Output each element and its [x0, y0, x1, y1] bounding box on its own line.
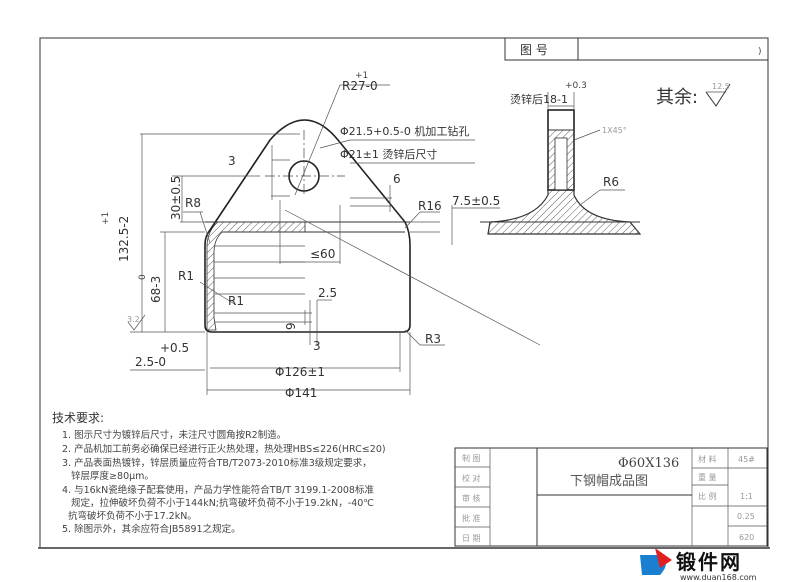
roughness-local-value: 3.2	[127, 315, 140, 324]
dim-chamfer: 1X45°	[602, 126, 627, 135]
tech-requirements-heading: 技术要求:	[52, 411, 104, 425]
value-row4: 0.25	[737, 512, 755, 521]
title-block: 制 图 校 对 审 核 批 准 日 期 Φ60X136 下钢帽成品图 材 料 4…	[454, 447, 768, 547]
label-weight: 重 量	[698, 472, 717, 482]
value-material: 45#	[738, 455, 755, 464]
section-view: +0.3 烫锌后18-1 1X45° R6	[480, 81, 642, 235]
dim-30: 30±0.5	[169, 176, 183, 220]
label-drawn: 制 图	[462, 453, 481, 463]
part-name: 下钢帽成品图	[570, 473, 648, 489]
roughness-value: 12.5	[712, 82, 730, 91]
tech-requirement-item: 2. 产品机加工前务必确保已经进行正火热处理，热处理HBS≤226(HRC≤20…	[62, 443, 386, 455]
part-spec: Φ60X136	[618, 456, 679, 471]
dim-68-tol: 0	[138, 274, 148, 280]
tech-requirement-item: 5. 除图示外，其余应符合JB5891之规定。	[62, 523, 241, 535]
dim-d141: Φ141	[285, 386, 317, 400]
dim-3-top: 3	[228, 154, 236, 168]
label-material: 材 料	[698, 454, 717, 464]
roughness-local-icon	[127, 314, 146, 331]
dim-r3: R3	[425, 332, 441, 346]
watermark-name: 锻件网	[676, 550, 742, 574]
roughness-note: 其余: 12.5	[656, 82, 731, 108]
label-checked: 校 对	[462, 473, 481, 483]
tech-requirement-item: 锌层厚度≥80μm。	[62, 470, 154, 482]
dim-r27-tol: +1	[355, 71, 368, 81]
watermark-url: www.duan168.com	[680, 573, 757, 582]
dim-section-width-tol: +0.3	[565, 81, 587, 91]
tech-requirement-item: 规定，拉伸破坏负荷不小于144kN;抗弯破坏负荷不小于19.2kN，-40℃	[62, 497, 374, 509]
dim-2-5b-tol: +0.5	[160, 341, 189, 355]
label-approved: 批 准	[462, 513, 481, 523]
roughness-label: 其余:	[656, 87, 698, 108]
drawing-number-value: )	[758, 47, 762, 57]
dim-r6: R6	[603, 175, 619, 189]
dim-hole-galv: Φ21±1 烫锌后尺寸	[340, 147, 437, 161]
tech-requirement-item: 3. 产品表面热镀锌，锌层质量应符合TB/T2073-2010标准3级规定要求，	[62, 457, 372, 469]
watermark-logo: 锻件网 www.duan168.com	[640, 548, 757, 582]
dim-r27: R27-0	[342, 79, 378, 93]
value-row5: 620	[739, 533, 754, 542]
dim-d126: Φ126±1	[275, 365, 325, 379]
technical-requirements: 技术要求: 1. 图示尺寸为镀锌后尺寸，未注尺寸圆角按R2制造。 2. 产品机加…	[52, 411, 386, 535]
label-date: 日 期	[462, 534, 481, 543]
dim-le60: ≤60	[310, 247, 335, 261]
dim-7-5: 7.5±0.5	[452, 194, 500, 208]
dim-132-5-tol: +1	[101, 212, 111, 225]
label-scale: 比 例	[698, 491, 717, 501]
dim-r1-a: R1	[178, 269, 194, 283]
label-reviewed: 审 核	[462, 493, 481, 503]
front-view: +1 R27-0 Φ21.5+0.5-0 机加工钻孔 Φ21±1 烫锌后尺寸 3…	[101, 71, 541, 400]
tech-requirement-item: 抗弯破坏负荷不小于17.2kN。	[62, 510, 197, 522]
dim-132-5: 132.5-2	[117, 216, 131, 262]
dim-3-bottom: 3	[313, 339, 321, 353]
tech-requirement-item: 1. 图示尺寸为镀锌后尺寸，未注尺寸圆角按R2制造。	[62, 429, 286, 441]
value-scale: 1:1	[740, 492, 753, 501]
dim-9: 9	[284, 322, 298, 330]
dim-2-5b: 2.5-0	[135, 355, 166, 369]
dim-hole-machined: Φ21.5+0.5-0 机加工钻孔	[340, 124, 469, 138]
dim-r8: R8	[185, 196, 201, 210]
dim-r1-b: R1	[228, 294, 244, 308]
drawing-number-box: 图 号 )	[504, 37, 769, 61]
tech-requirement-item: 4. 与16kN瓷绝缘子配套使用，产品力学性能符合TB/T 3199.1-200…	[62, 484, 374, 496]
dim-r16: R16	[418, 199, 442, 213]
drawing-number-label: 图 号	[520, 43, 548, 57]
dim-section-width: 烫锌后18-1	[510, 92, 568, 106]
roughness-symbol-icon	[705, 83, 731, 107]
dim-6: 6	[393, 172, 401, 186]
dim-68: 68-3	[149, 276, 163, 303]
dim-2-5: 2.5	[318, 286, 337, 300]
